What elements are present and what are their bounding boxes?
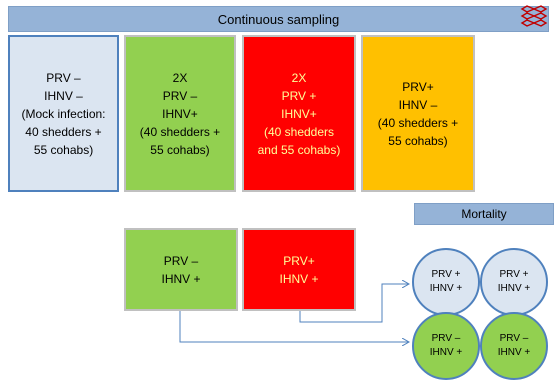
circle-text: PRV – IHNV + (497, 333, 531, 358)
circle-text: PRV – IHNV + (429, 333, 463, 358)
circle-text: PRV + IHNV + (497, 269, 531, 294)
mortality-circle: PRV – IHNV + (480, 312, 548, 380)
mortality-group-prv-pos: PRV+ IHNV + (242, 228, 356, 311)
treatment-box-text: PRV – IHNV – (Mock infection: 40 shedder… (21, 70, 106, 157)
arrow-prv-neg-to-mortality (179, 311, 409, 342)
group-box-text: PRV+ IHNV + (279, 253, 319, 286)
arrow-prv-pos-to-mortality (299, 284, 409, 323)
mortality-circle: PRV + IHNV + (480, 248, 548, 316)
treatment-box-text: PRV+ IHNV – (40 shedders + 55 cohabs) (377, 79, 459, 148)
treatment-box-ihnv: 2X PRV – IHNV+ (40 shedders + 55 cohabs) (124, 35, 236, 192)
diamond-chain-icon (520, 4, 548, 28)
treatment-box-prv-ihnv: 2X PRV + IHNV+ (40 shedders and 55 cohab… (242, 35, 356, 192)
continuous-sampling-banner: Continuous sampling (8, 6, 549, 32)
treatment-box-prv: PRV+ IHNV – (40 shedders + 55 cohabs) (361, 35, 475, 192)
banner-label: Continuous sampling (217, 11, 340, 27)
mortality-header: Mortality (414, 203, 554, 225)
mortality-circle: PRV – IHNV + (412, 312, 480, 380)
treatment-box-text: 2X PRV – IHNV+ (40 shedders + 55 cohabs) (139, 70, 221, 157)
mortality-group-prv-neg: PRV – IHNV + (124, 228, 238, 311)
mortality-circle: PRV + IHNV + (412, 248, 480, 316)
mortality-label: Mortality (461, 207, 507, 221)
circle-text: PRV + IHNV + (429, 269, 463, 294)
treatment-box-text: 2X PRV + IHNV+ (40 shedders and 55 cohab… (257, 70, 341, 157)
group-box-text: PRV – IHNV + (161, 253, 201, 286)
treatment-box-mock: PRV – IHNV – (Mock infection: 40 shedder… (8, 35, 119, 192)
